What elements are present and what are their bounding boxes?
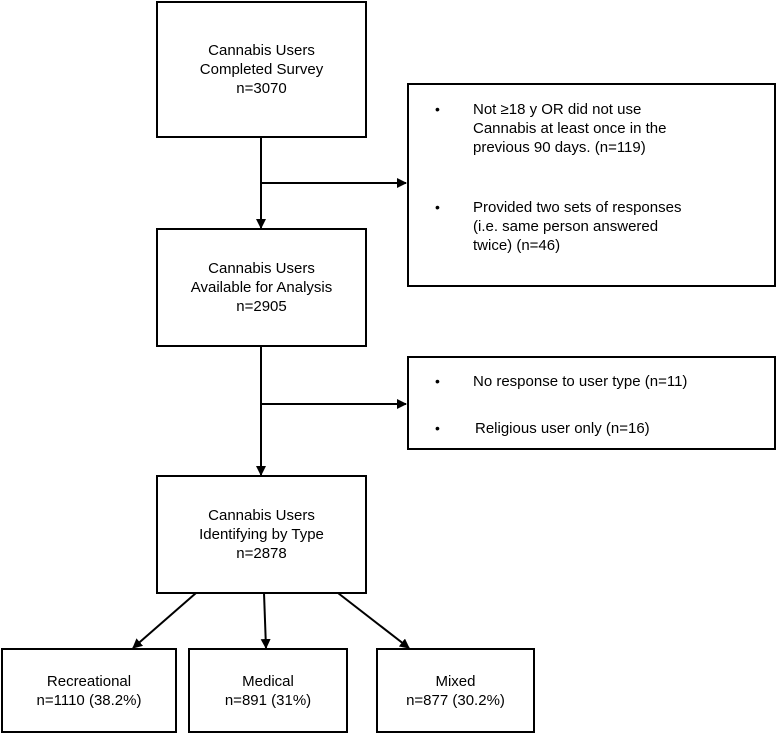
exclusion-text: No response to user type (n=11) — [473, 373, 688, 390]
arrow-to-mixed — [337, 592, 410, 649]
outcome-label: Mixed — [435, 672, 476, 690]
exclusion-text: Not ≥18 y OR did not use — [473, 101, 642, 118]
exclusion-text: Provided two sets of responses — [473, 199, 682, 216]
exclusion-box-1: • Not ≥18 y OR did not use Cannabis at l… — [407, 83, 776, 287]
outcome-count: n=891 (31%) — [224, 691, 312, 709]
box-line: n=2905 — [236, 298, 287, 315]
box-line: Completed Survey — [199, 61, 324, 78]
available-analysis-box: Cannabis Users Available for Analysis n=… — [156, 228, 367, 347]
exclusion-text: Cannabis at least once in the — [473, 120, 667, 137]
exclusion-text: (i.e. same person answered — [473, 218, 659, 235]
identifying-type-box: Cannabis Users Identifying by Type n=287… — [156, 475, 367, 594]
arrow-to-recreational — [132, 592, 197, 649]
outcome-count: n=877 (30.2%) — [406, 691, 505, 709]
box-line: n=3070 — [236, 80, 287, 97]
exclusion-text: Religious user only (n=16) — [475, 420, 650, 437]
box-line: Cannabis Users — [208, 42, 315, 59]
bullet-icon: • — [435, 101, 440, 117]
exclusion-text: previous 90 days. (n=119) — [473, 139, 646, 156]
medical-box: Medical n=891 (31%) — [188, 648, 348, 733]
arrow-to-medical — [260, 592, 271, 649]
completed-survey-box: Cannabis Users Completed Survey n=3070 — [156, 1, 367, 138]
box-line: Cannabis Users — [208, 260, 315, 277]
box-line: Available for Analysis — [190, 279, 333, 296]
bullet-icon: • — [435, 199, 440, 215]
bullet-icon: • — [435, 420, 440, 436]
outcome-count: n=1110 (38.2%) — [36, 691, 142, 709]
exclusion-box-2: • No response to user type (n=11) • Reli… — [407, 356, 776, 450]
bullet-icon: • — [435, 373, 440, 389]
exclusion-text: twice) (n=46) — [473, 237, 561, 254]
outcome-label: Recreational — [46, 672, 132, 690]
box-line: n=2878 — [236, 545, 287, 562]
box-line: Identifying by Type — [199, 526, 324, 543]
outcome-label: Medical — [242, 672, 294, 690]
box-line: Cannabis Users — [208, 507, 315, 524]
mixed-box: Mixed n=877 (30.2%) — [376, 648, 535, 733]
recreational-box: Recreational n=1110 (38.2%) — [1, 648, 177, 733]
